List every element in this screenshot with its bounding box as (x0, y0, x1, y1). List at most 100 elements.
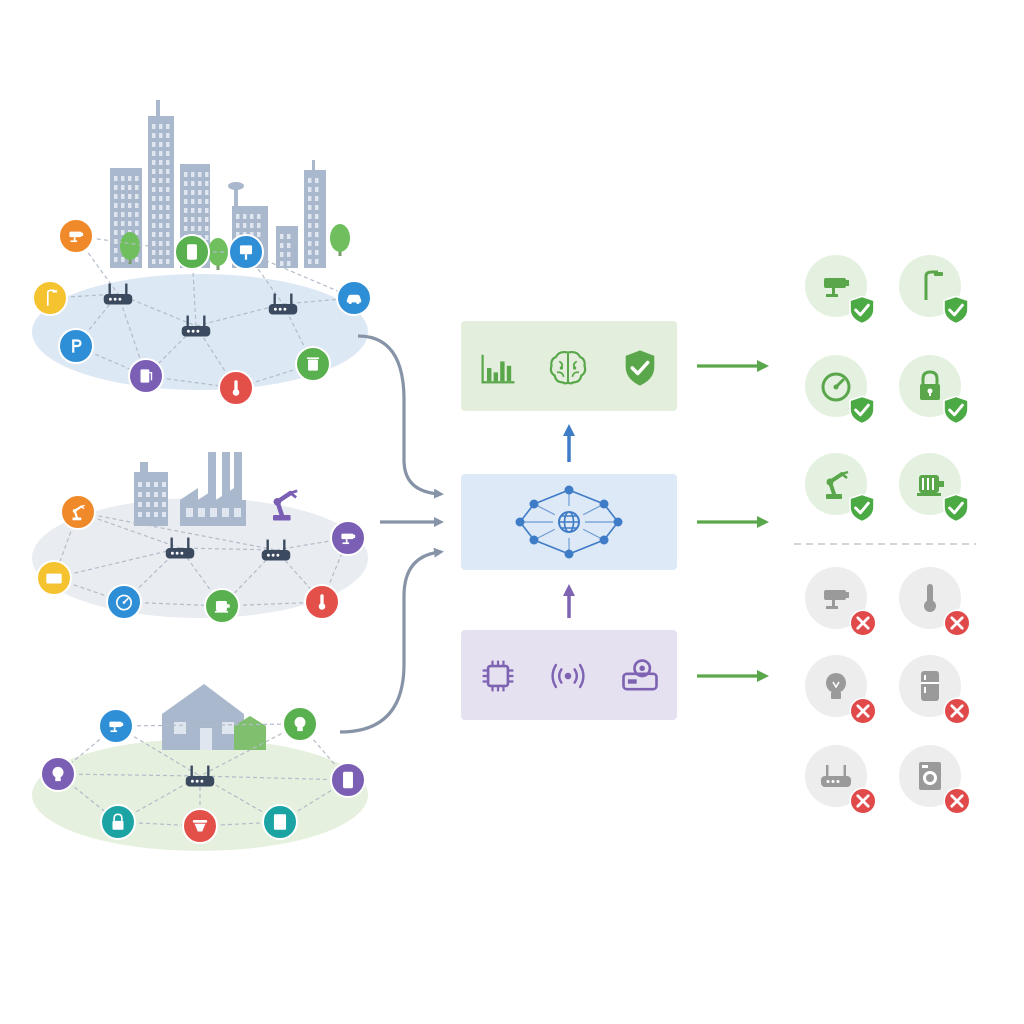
building-window (114, 203, 118, 208)
building-window (152, 142, 156, 147)
washing-machine-icon (273, 814, 287, 830)
mesh-link (195, 303, 284, 327)
device-node (106, 584, 142, 620)
building-window (205, 181, 209, 186)
verified-device (805, 255, 876, 326)
building-window (166, 223, 170, 228)
building-window (315, 196, 319, 201)
building-window (166, 142, 170, 147)
building-window (198, 190, 202, 195)
core-node (515, 517, 525, 527)
mesh-link (53, 577, 125, 603)
building-window (152, 259, 156, 264)
building-window (308, 187, 312, 192)
building-window (121, 194, 125, 199)
building-window (154, 482, 158, 487)
building-window (236, 223, 240, 228)
building-window (159, 187, 163, 192)
building-window (114, 257, 118, 262)
rejected-device (805, 567, 878, 638)
mesh-link (199, 723, 301, 777)
warehouse (134, 472, 168, 526)
building-window (159, 196, 163, 201)
building-window (315, 178, 319, 183)
building-window (135, 230, 139, 235)
building-window (154, 502, 158, 507)
building-window (154, 512, 158, 517)
building-window (184, 181, 188, 186)
building-window (162, 482, 166, 487)
check-badge-icon (848, 492, 876, 524)
building-window (308, 205, 312, 210)
building-window (184, 190, 188, 195)
reject-badge-icon (942, 786, 972, 816)
building-window (121, 221, 125, 226)
mesh-link (195, 325, 237, 389)
device-node (218, 370, 254, 406)
building-window (198, 172, 202, 177)
building-window (308, 250, 312, 255)
building-window (205, 235, 209, 240)
building-window (166, 196, 170, 201)
device-circle (60, 494, 96, 530)
building-window (257, 214, 261, 219)
building-window (121, 212, 125, 217)
device-node (40, 756, 76, 792)
reject-badge-icon (848, 608, 878, 638)
building-window (146, 482, 150, 487)
device-networks (32, 100, 372, 851)
building-window (166, 169, 170, 174)
building-window (152, 250, 156, 255)
building-window (128, 203, 132, 208)
device-node (282, 706, 318, 742)
building-window (128, 185, 132, 190)
building-window (166, 259, 170, 264)
building-window (191, 208, 195, 213)
antenna (156, 100, 160, 116)
device-node (295, 346, 331, 382)
core-node (599, 499, 609, 509)
device-node (336, 280, 372, 316)
building-window (152, 205, 156, 210)
core-link (568, 489, 605, 505)
device-node (128, 358, 164, 394)
building-window (205, 208, 209, 213)
building-window (146, 512, 150, 517)
mesh-link (57, 773, 201, 777)
device-node (58, 218, 94, 254)
building-window (280, 252, 284, 257)
building-window (138, 492, 142, 497)
building-window (191, 190, 195, 195)
building-window (114, 185, 118, 190)
building-window (159, 205, 163, 210)
reject-badge-icon (848, 696, 878, 726)
building-window (205, 217, 209, 222)
verified-device (899, 355, 970, 426)
building-window (166, 160, 170, 165)
building-window (162, 492, 166, 497)
building-window (159, 250, 163, 255)
building-window (280, 243, 284, 248)
network-factory (32, 452, 368, 624)
building-window (135, 194, 139, 199)
building-window (315, 223, 319, 228)
building-window (121, 176, 125, 181)
building-window (205, 172, 209, 177)
building-window (166, 124, 170, 129)
smart-fridge-icon (921, 671, 939, 701)
building-window (166, 205, 170, 210)
building-window (135, 221, 139, 226)
building-window (166, 232, 170, 237)
building-window (166, 133, 170, 138)
tree (330, 224, 350, 252)
mesh-link (245, 251, 355, 299)
building-window (114, 230, 118, 235)
rejected-device (899, 655, 972, 726)
network-city (32, 100, 372, 406)
building-window (315, 250, 319, 255)
building-window (128, 176, 132, 181)
building-window (308, 223, 312, 228)
device-node (100, 804, 136, 840)
mesh-link (75, 235, 193, 253)
rejected-device (899, 567, 972, 638)
